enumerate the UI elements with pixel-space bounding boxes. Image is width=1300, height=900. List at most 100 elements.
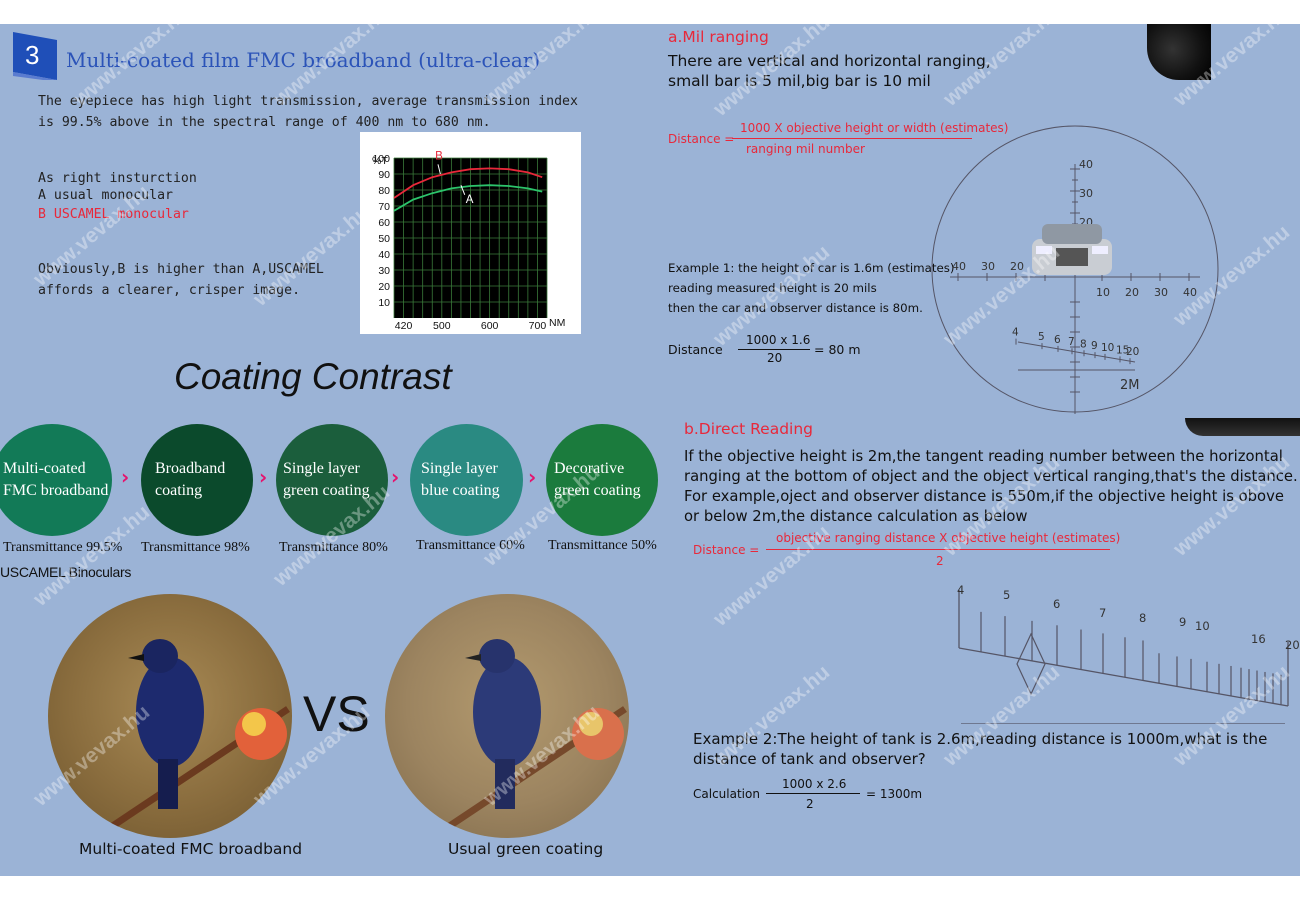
badge-shape	[13, 32, 57, 80]
example-2-calc-result: = 1300m	[866, 787, 923, 801]
reticle-right-label: 10	[1096, 286, 1110, 299]
example-2-line-1: Example 2:The height of tank is 2.6m,rea…	[693, 730, 1268, 748]
reticle-slope-line	[1017, 341, 1136, 363]
conclusion-line-1: Obviously,B is higher than A,USCAMEL	[38, 262, 324, 277]
example-2-line-2: distance of tank and observer?	[693, 750, 926, 768]
coating-contrast-title: Coating Contrast	[174, 356, 452, 397]
x-tick-label: 600	[481, 320, 499, 332]
reticle-vertical-label: 40	[1079, 158, 1093, 171]
reticle-scale-label: 6	[1054, 334, 1061, 346]
scale-label: 7	[1099, 606, 1106, 620]
scale-slope-line	[958, 647, 1289, 707]
coating-circle-fmc-line2: FMC broadband	[3, 482, 109, 499]
formula-2-distance-label: Distance =	[693, 543, 760, 557]
formula-distance-label: Distance =	[668, 132, 735, 146]
series-label-B: B	[435, 151, 443, 163]
y-tick-label: 60	[378, 217, 390, 229]
bird-photo-fmc	[48, 594, 292, 838]
reticle-scale-label: 5	[1038, 331, 1045, 343]
example-1-line-1: Example 1: the height of car is 1.6m (es…	[668, 261, 955, 275]
section-a-title: a.Mil ranging	[668, 28, 769, 46]
coating-circle-single-blue-line1: Single layer	[421, 460, 498, 477]
bird-illustration	[443, 639, 627, 832]
section-a-intro-2: small bar is 5 mil,big bar is 10 mil	[668, 72, 931, 90]
coating-circle-broadband-line2: coating	[155, 482, 203, 499]
photo-caption-fmc: Multi-coated FMC broadband	[79, 840, 303, 858]
scale-label: 6	[1053, 597, 1060, 611]
scale-label: 16	[1251, 632, 1266, 646]
reticle-left-label: 20	[1010, 260, 1024, 273]
reticle-vertical-label: 30	[1079, 187, 1093, 200]
coating-circle-decorative-line1: Decorative	[554, 460, 625, 477]
scale-label: 9	[1179, 615, 1186, 629]
formula-denominator: ranging mil number	[746, 142, 865, 156]
reticle-scale-label: 20	[1126, 346, 1139, 358]
reticle-scale-label: 9	[1091, 340, 1098, 352]
reticle-2m-label: 2M	[1120, 378, 1140, 393]
scale-label: 20	[1285, 638, 1300, 652]
coating-circle-single-green: Single layer green coating	[276, 424, 388, 536]
section-b-title: b.Direct Reading	[684, 420, 814, 438]
description-line-2: is 99.5% above in the spectral range of …	[38, 115, 491, 130]
y-tick-label: 40	[378, 249, 390, 261]
bird-illustration	[106, 639, 290, 832]
coating-circle-decorative-line2: green coating	[554, 482, 641, 499]
car-headlight	[1092, 246, 1108, 254]
vs-label: VS	[303, 686, 370, 742]
reticle-right-label: 40	[1183, 286, 1197, 299]
formula-2-numerator: objective ranging distance X objective h…	[776, 531, 1121, 545]
reticle-scale-label: 4	[1012, 327, 1019, 339]
badge-number: 3	[25, 40, 40, 70]
reticle-right-label: 20	[1125, 286, 1139, 299]
instruction-line-1: As right insturction	[38, 171, 197, 186]
car-windshield	[1042, 224, 1102, 244]
series-pointer-A	[460, 185, 466, 195]
transmittance-label-4: Transmittance 60%	[416, 538, 525, 553]
transmittance-label-3: Transmittance 80%	[279, 540, 388, 555]
reticle-scale-label: 8	[1080, 338, 1087, 350]
section-b-para-3: For example,oject and observer distance …	[684, 488, 1284, 505]
scale-label: 5	[1003, 588, 1010, 602]
description-line-1: The eyepiece has high light transmission…	[38, 94, 578, 109]
transmittance-label-5: Transmittance 50%	[548, 538, 657, 553]
section-heading: Multi-coated film FMC broadband (ultra-c…	[66, 48, 541, 72]
scale-label: 8	[1139, 611, 1146, 625]
example-1-calc-result: = 80 m	[814, 342, 861, 357]
example-2-calc-divider	[766, 793, 860, 794]
section-b-para-1: If the objective height is 2m,the tangen…	[684, 448, 1283, 465]
x-tick-label: 420	[395, 320, 413, 332]
y-tick-label: 30	[378, 265, 390, 277]
example-2-calc-denominator: 2	[806, 797, 814, 811]
series-label-A: A	[466, 194, 474, 206]
car-illustration	[1032, 224, 1112, 275]
y-tick-label: 20	[378, 281, 390, 293]
car-headlight	[1036, 246, 1052, 254]
formula-2-divider	[766, 549, 1110, 550]
section-a-intro-1: There are vertical and horizontal rangin…	[668, 52, 991, 70]
instruction-line-2: A usual monocular	[38, 188, 173, 203]
bird-photo-usual	[385, 594, 629, 838]
y-tick-label: 10	[378, 297, 390, 309]
transmittance-label-1: Transmittance 99.5%	[3, 540, 123, 555]
reticle-scale-label: 7	[1068, 336, 1075, 348]
example-2-calc-numerator: 1000 x 2.6	[782, 777, 847, 791]
example-1-calc-label: Distance	[668, 342, 723, 357]
car-grille	[1056, 248, 1088, 266]
example-1-calc-divider	[738, 349, 810, 350]
section-badge: 3	[13, 32, 57, 80]
coating-circle-single-blue-line2: blue coating	[421, 482, 500, 499]
conclusion-line-2: affords a clearer, crisper image.	[38, 283, 301, 298]
example-1-calc-numerator: 1000 x 1.6	[746, 333, 811, 347]
coating-circle-single-green-line2: green coating	[283, 482, 370, 499]
brand-caption: USCAMEL Binoculars	[0, 564, 132, 580]
y-tick-label: 100	[372, 153, 390, 165]
series-line-B	[393, 167, 543, 199]
coating-circle-broadband: Broadband coating	[141, 424, 253, 536]
formula-divider	[732, 138, 972, 139]
binocular-graphic	[1185, 418, 1300, 436]
x-tick-label: 500	[433, 320, 451, 332]
mil-reticle: 4030201040302010102030404567891015202M	[931, 125, 1219, 414]
chevron-right-icon: ›	[528, 465, 537, 489]
